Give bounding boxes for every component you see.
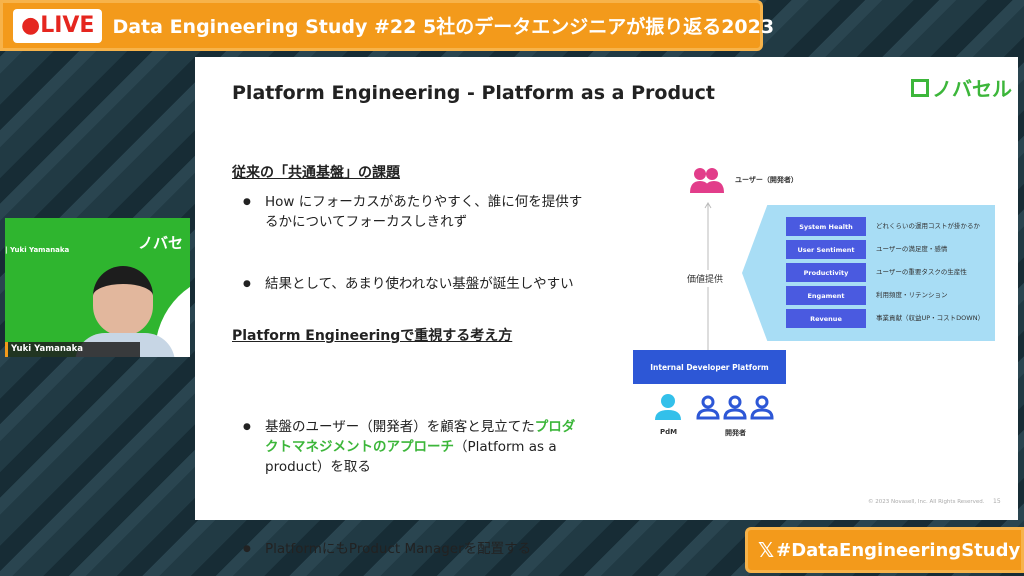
speaker-webcam: | Yuki Yamanaka ノバセ Yuki Yamanaka (NOVAS…: [5, 218, 190, 357]
hashtag-banner: 𝕏#DataEngineeringStudy: [745, 527, 1024, 573]
cam-slide-text: | Yuki Yamanaka: [5, 246, 70, 254]
stream-banner: ●LIVE Data Engineering Study #22 5社のデータエ…: [0, 0, 774, 51]
section2-heading: Platform Engineeringで重視する考え方: [232, 328, 513, 344]
metric-box: User Sentiment: [786, 240, 866, 259]
value-label: 価値提供: [687, 270, 724, 287]
novasell-logo: ノバセル: [911, 73, 1012, 102]
logo-mark-icon: [911, 78, 929, 97]
pdm-label: PdM: [660, 428, 678, 436]
live-badge: ●LIVE: [13, 8, 103, 43]
copyright: © 2023 Novasell, Inc. All Rights Reserve…: [868, 499, 985, 505]
platform-box: Internal Developer Platform: [633, 350, 786, 384]
bullet-text: （Platform as a product）を取る: [265, 439, 557, 475]
bullet: How にフォーカスがあたりやすく、誰に何を提供するかについてフォーカスしきれず: [243, 192, 588, 232]
presentation-slide: Platform Engineering - Platform as a Pro…: [195, 57, 1018, 559]
metric-desc: どれくらいの運用コストが掛かるか: [876, 222, 980, 230]
metric-box: Engament: [786, 286, 866, 305]
logo-text: ノバセル: [932, 77, 1012, 101]
developers-label: 開発者: [725, 429, 746, 437]
metric-desc: ユーザーの満足度・感情: [876, 245, 948, 253]
metric-desc: 事業貢献（収益UP・コストDOWN）: [876, 314, 985, 322]
users-label: ユーザー（開発者）: [735, 176, 798, 184]
metric-desc: 利用頻度・リテンション: [876, 291, 948, 299]
metric-desc: ユーザーの重要タスクの生産性: [876, 268, 967, 276]
cam-logo: ノバセ: [138, 234, 184, 252]
speaker-name: Yuki Yamanaka (NOVASELL): [5, 342, 140, 357]
metric-box: Productivity: [786, 263, 866, 282]
page-number: 15: [993, 498, 1001, 505]
bullet: 基盤のユーザー（開発者）を顧客と見立てたプロダクトマネジメントのアプローチ（Pl…: [243, 417, 588, 477]
metrics-panel: [742, 205, 995, 341]
developers-icon: [696, 395, 774, 420]
hashtag-text: #DataEngineeringStudy: [776, 539, 1021, 561]
metric-box: System Health: [786, 217, 866, 236]
bullet: PlatformにもProduct Managerを配置する: [243, 539, 588, 559]
bullet-highlight: プロダクトマネジメントのアプローチ: [265, 419, 576, 455]
bullet: 結果として、あまり使われない基盤が誕生しやすい: [243, 274, 588, 294]
section1-heading: 従来の「共通基盤」の課題: [232, 165, 400, 181]
slide-title: Platform Engineering - Platform as a Pro…: [232, 82, 715, 104]
users-icon: [690, 168, 724, 193]
metric-box: Revenue: [786, 309, 866, 328]
x-logo-icon: 𝕏: [758, 538, 775, 562]
bullet-text: 基盤のユーザー（開発者）を顧客と見立てた: [265, 419, 535, 435]
speaker-face: [93, 266, 153, 336]
stream-title: Data Engineering Study #22 5社のデータエンジニアが振…: [112, 16, 775, 38]
pdm-icon: [655, 394, 681, 420]
